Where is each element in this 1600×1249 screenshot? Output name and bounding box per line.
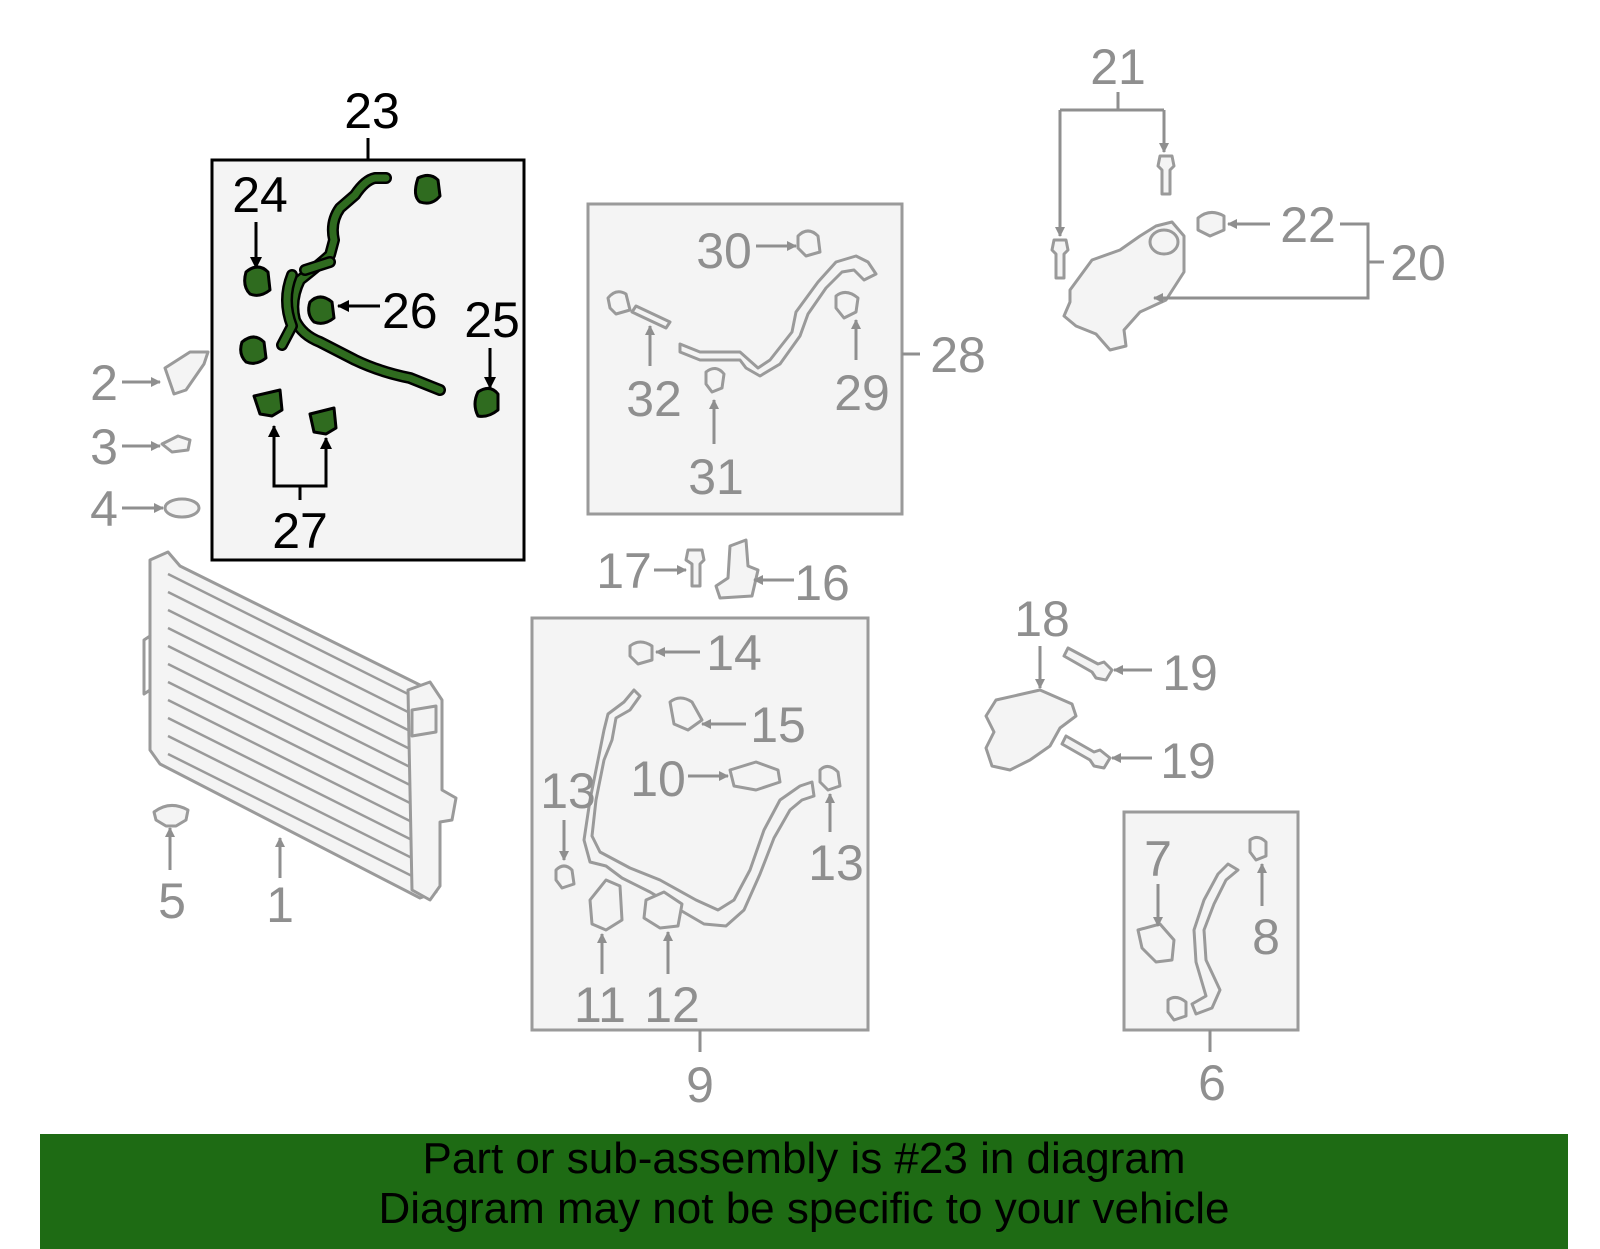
clamp-14-icon xyxy=(628,640,654,666)
clamp-31-icon xyxy=(704,367,726,394)
callout-28: 28 xyxy=(930,327,986,383)
bracket-27b-icon xyxy=(308,406,338,436)
callout-20: 20 xyxy=(1390,235,1446,291)
callout-13b: 13 xyxy=(808,835,864,891)
callout-2: 2 xyxy=(90,355,118,411)
bolt-21b-icon xyxy=(1050,238,1070,280)
hose-28-icon xyxy=(678,254,878,378)
bracket-2-icon xyxy=(163,350,210,396)
hose-9-icon xyxy=(582,688,816,928)
clamp-left-icon xyxy=(239,335,268,365)
bracket-27a-icon xyxy=(252,388,284,418)
hose-assembly-23 xyxy=(276,172,446,396)
clamp-32a-icon xyxy=(606,290,632,316)
callout-30: 30 xyxy=(696,223,752,279)
callout-25: 25 xyxy=(464,292,520,348)
callout-5: 5 xyxy=(158,873,186,929)
callout-8: 8 xyxy=(1252,909,1280,965)
callout-9: 9 xyxy=(686,1057,714,1113)
clamp-26-icon xyxy=(307,295,336,325)
callout-4: 4 xyxy=(90,481,118,537)
callout-1: 1 xyxy=(266,877,294,933)
callout-15: 15 xyxy=(750,697,806,753)
plug-5-icon xyxy=(152,804,190,828)
callout-32: 32 xyxy=(626,371,682,427)
callout-7: 7 xyxy=(1144,831,1172,887)
thermostat-18-icon xyxy=(984,688,1078,772)
callout-18: 18 xyxy=(1014,591,1070,647)
callout-14: 14 xyxy=(706,625,762,681)
clamp-25-icon xyxy=(473,387,500,418)
callout-23: 23 xyxy=(344,83,400,139)
clamp-15-icon xyxy=(668,696,704,732)
callout-29: 29 xyxy=(834,365,890,421)
callout-12: 12 xyxy=(644,977,700,1033)
callout-31: 31 xyxy=(688,449,744,505)
callout-11: 11 xyxy=(574,977,626,1033)
bracket-16-icon xyxy=(714,538,760,600)
info-banner: Part or sub-assembly is #23 in diagram D… xyxy=(40,1134,1568,1249)
bracket-12-icon xyxy=(642,890,684,930)
callout-17: 17 xyxy=(596,543,652,599)
clamp-29-icon xyxy=(834,291,860,320)
bracket-11-icon xyxy=(588,878,624,932)
callout-19b: 19 xyxy=(1160,733,1216,789)
clamp-top-icon xyxy=(413,173,442,205)
bolt-19a-icon xyxy=(1062,646,1114,682)
pin-32-icon xyxy=(630,304,672,330)
clamp-30-icon xyxy=(796,229,822,258)
banner-line-2: Diagram may not be specific to your vehi… xyxy=(378,1184,1230,1233)
clip-3-icon xyxy=(160,434,192,454)
assembly-9-box xyxy=(530,616,870,1032)
callout-6: 6 xyxy=(1198,1055,1226,1111)
callout-24: 24 xyxy=(232,167,288,223)
callout-10: 10 xyxy=(630,751,686,807)
callout-27: 27 xyxy=(272,503,328,559)
reservoir-20-icon xyxy=(1062,220,1186,352)
callout-16: 16 xyxy=(794,555,850,611)
cap-22-icon xyxy=(1196,211,1226,238)
clamp-13a-icon xyxy=(554,864,576,890)
callout-19a: 19 xyxy=(1162,645,1218,701)
radiator-1-icon xyxy=(142,550,458,902)
callout-3: 3 xyxy=(90,419,118,475)
clamp-6-icon xyxy=(1166,995,1188,1022)
bolt-21a-icon xyxy=(1156,154,1176,196)
banner-line-1: Part or sub-assembly is #23 in diagram xyxy=(422,1134,1186,1183)
clamp-8-icon xyxy=(1248,835,1268,862)
hose-6-icon xyxy=(1190,862,1240,1016)
callout-13a: 13 xyxy=(540,763,596,819)
bolt-19b-icon xyxy=(1060,734,1112,770)
callout-26: 26 xyxy=(382,283,438,339)
clamp-13b-icon xyxy=(818,765,842,792)
clamp-24-icon xyxy=(243,265,272,297)
callout-22: 22 xyxy=(1280,197,1336,253)
callout-21: 21 xyxy=(1090,39,1146,95)
bolt-17-icon xyxy=(684,548,706,588)
washer-4-icon xyxy=(163,497,201,519)
connector-10-icon xyxy=(728,760,782,792)
assembly-28-box xyxy=(586,202,904,516)
reservoir-neck-icon xyxy=(1148,228,1180,256)
